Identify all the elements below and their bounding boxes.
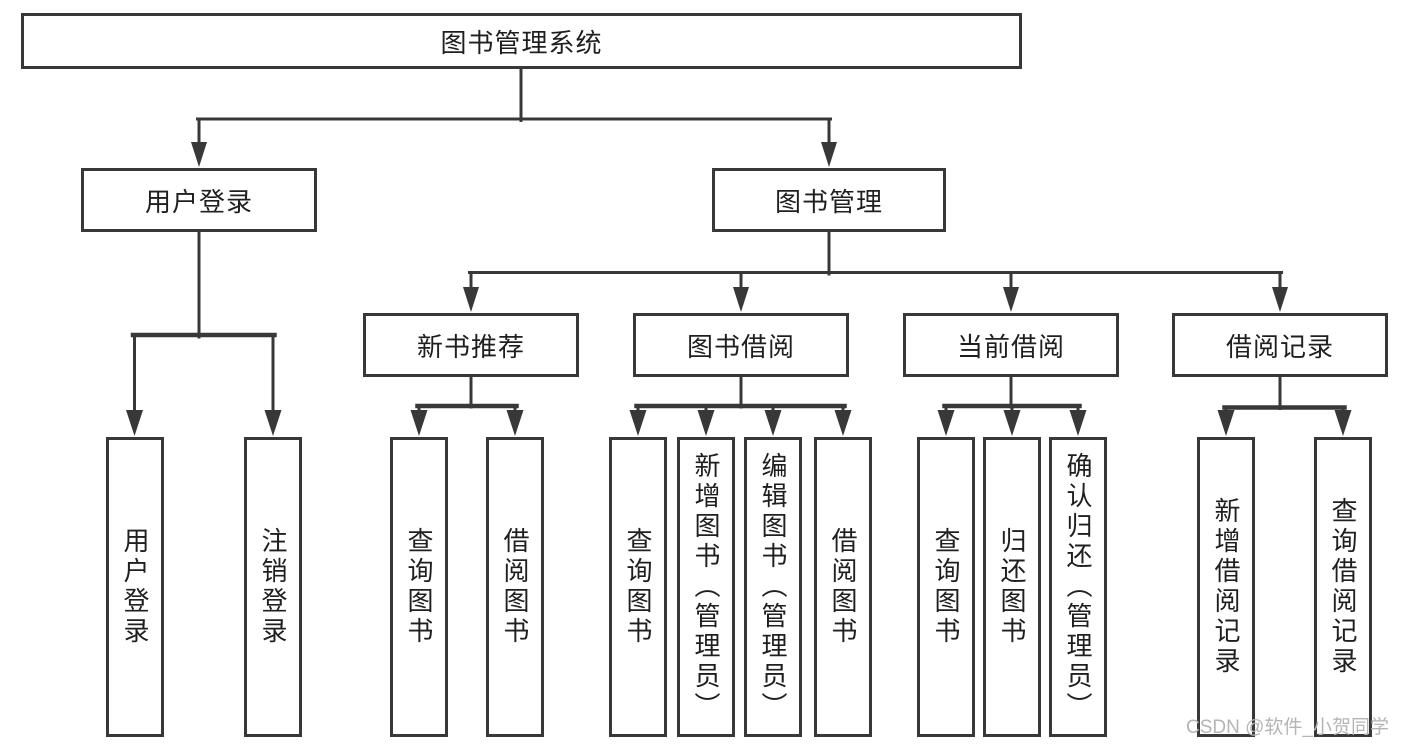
arrow-down-icon <box>1003 410 1021 436</box>
leaf-borrow-edit-book-admin: 编辑图书（管理员） <box>744 437 802 737</box>
arrow-down-icon <box>821 142 837 167</box>
connector-new-book-to-children <box>410 375 524 436</box>
node-root: 图书管理系统 <box>21 13 1022 69</box>
leaf-current-return-book-label: 归还图书 <box>997 527 1027 647</box>
leaf-borrow-query-book-label: 查询图书 <box>623 527 653 647</box>
node-user-login: 用户登录 <box>81 168 317 232</box>
leaf-record-query-borrow-record: 查询借阅记录 <box>1314 437 1372 737</box>
arrow-down-icon <box>410 410 428 436</box>
arrow-down-icon <box>506 410 524 436</box>
node-book-mgmt-label: 图书管理 <box>774 186 883 217</box>
leaf-record-add-borrow-record-label: 新增借阅记录 <box>1211 497 1241 677</box>
arrow-down-icon <box>629 410 647 436</box>
watermark: CSDN @软件_小贺同学 <box>1186 717 1389 738</box>
arrow-down-icon <box>126 410 143 436</box>
arrow-down-icon <box>1003 287 1019 312</box>
leaf-borrow-edit-book-admin-label: 编辑图书（管理员） <box>758 452 788 722</box>
leaf-current-query-book-label: 查询图书 <box>931 527 961 647</box>
leaf-user-login-label: 用户登录 <box>120 527 150 647</box>
arrow-down-icon <box>191 142 207 167</box>
leaf-newbook-borrow-book-label: 借阅图书 <box>500 527 530 647</box>
arrow-down-icon <box>1217 410 1235 436</box>
arrow-down-icon <box>834 410 852 436</box>
leaf-record-add-borrow-record: 新增借阅记录 <box>1197 437 1255 737</box>
connector-root-to-level2 <box>191 66 837 167</box>
node-borrow-record: 借阅记录 <box>1172 313 1388 377</box>
leaf-record-query-borrow-record-label: 查询借阅记录 <box>1328 497 1358 677</box>
connector-current-borrow-to-children <box>937 375 1087 436</box>
leaf-newbook-borrow-book: 借阅图书 <box>486 437 544 737</box>
arrow-down-icon <box>697 410 715 436</box>
leaf-user-login: 用户登录 <box>106 437 164 737</box>
leaf-current-return-book: 归还图书 <box>983 437 1041 737</box>
arrow-down-icon <box>1272 287 1288 312</box>
node-user-login-label: 用户登录 <box>144 186 253 217</box>
node-borrow-record-label: 借阅记录 <box>1225 331 1334 362</box>
arrow-down-icon <box>937 410 955 436</box>
arrow-down-icon <box>733 287 749 312</box>
connector-user-login-to-children <box>126 230 282 436</box>
leaf-logout-label: 注销登录 <box>258 527 288 647</box>
node-book-borrow: 图书借阅 <box>633 313 849 377</box>
arrow-down-icon <box>463 287 479 312</box>
leaf-current-confirm-return-admin-label: 确认归还（管理员） <box>1063 452 1093 722</box>
node-current-borrow-label: 当前借阅 <box>956 331 1065 362</box>
node-book-mgmt: 图书管理 <box>712 168 946 232</box>
leaf-borrow-borrow-book: 借阅图书 <box>814 437 872 737</box>
leaf-borrow-add-book-admin: 新增图书（管理员） <box>677 437 735 737</box>
arrow-down-icon <box>1069 410 1087 436</box>
connector-book-borrow-to-children <box>629 375 852 436</box>
node-new-book-recommend-label: 新书推荐 <box>416 331 525 362</box>
arrow-down-icon <box>1334 410 1352 436</box>
connector-book-mgmt-to-level3 <box>463 230 1288 312</box>
node-root-label: 图书管理系统 <box>440 27 603 58</box>
leaf-borrow-query-book: 查询图书 <box>609 437 667 737</box>
leaf-logout: 注销登录 <box>244 437 302 737</box>
arrow-down-icon <box>264 410 282 436</box>
leaf-newbook-query-book-label: 查询图书 <box>404 527 434 647</box>
leaf-current-query-book: 查询图书 <box>917 437 975 737</box>
arrow-down-icon <box>764 410 782 436</box>
connector-borrow-record-to-children <box>1217 375 1352 436</box>
leaf-borrow-borrow-book-label: 借阅图书 <box>828 527 858 647</box>
leaf-borrow-add-book-admin-label: 新增图书（管理员） <box>691 452 721 722</box>
leaf-current-confirm-return-admin: 确认归还（管理员） <box>1049 437 1107 737</box>
node-new-book-recommend: 新书推荐 <box>363 313 579 377</box>
node-book-borrow-label: 图书借阅 <box>686 331 795 362</box>
node-current-borrow: 当前借阅 <box>903 313 1119 377</box>
leaf-newbook-query-book: 查询图书 <box>390 437 448 737</box>
